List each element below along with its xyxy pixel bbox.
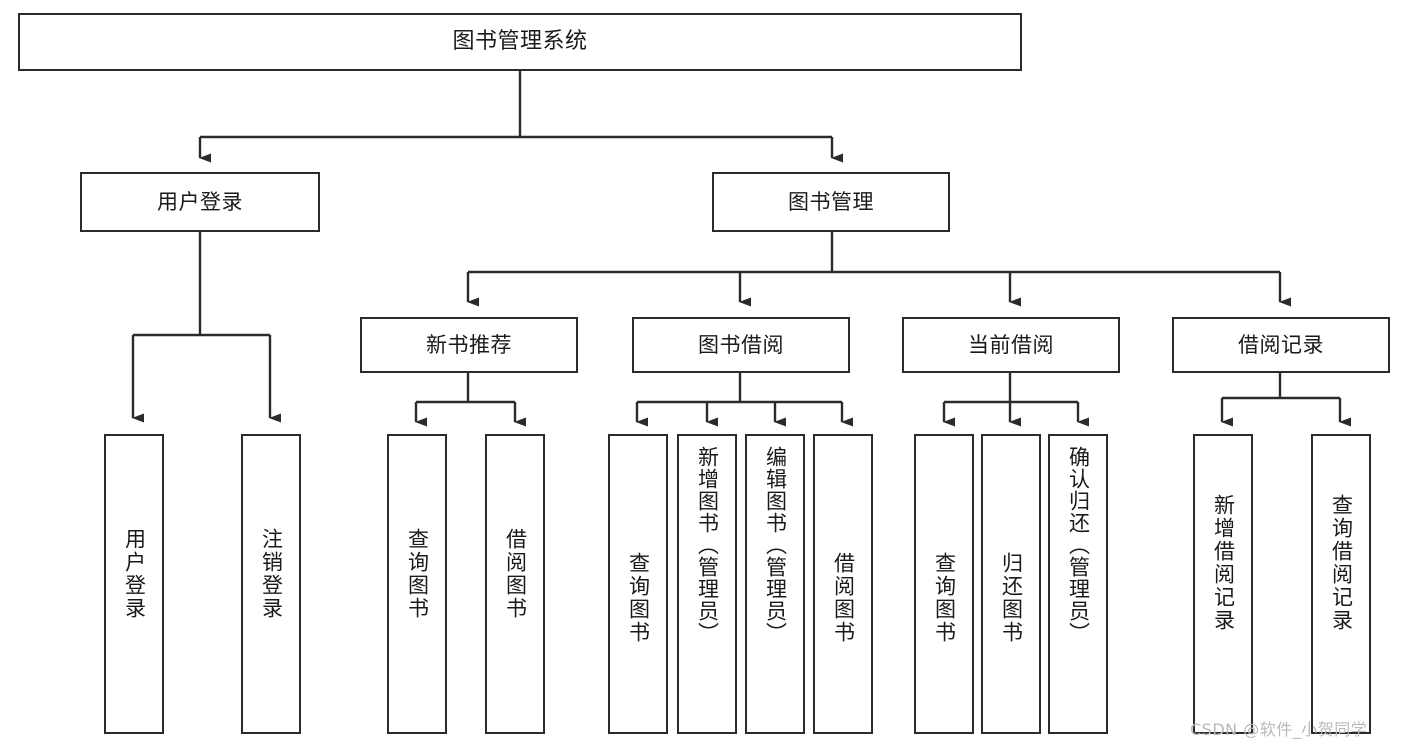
node-leaf-query-borrow-record[interactable]: 查询借阅记录: [1311, 434, 1371, 734]
node-borrowing-records[interactable]: 借阅记录: [1172, 317, 1390, 373]
node-current-borrowing[interactable]: 当前借阅: [902, 317, 1120, 373]
node-book-borrowing[interactable]: 图书借阅: [632, 317, 850, 373]
node-label: 归还图书: [999, 552, 1024, 644]
node-label: 图书借阅: [698, 332, 784, 357]
node-leaf-query-book-borrow[interactable]: 查询图书: [608, 434, 668, 734]
node-user-login[interactable]: 用户登录: [80, 172, 320, 232]
node-label: 新增借阅记录: [1211, 494, 1236, 632]
node-root-book-management-system[interactable]: 图书管理系统: [18, 13, 1022, 71]
node-leaf-add-book-admin[interactable]: 新增图书（管理员）: [677, 434, 737, 734]
node-new-book-recommendation[interactable]: 新书推荐: [360, 317, 578, 373]
node-label: 图书管理: [788, 189, 874, 214]
node-leaf-query-book-current[interactable]: 查询图书: [914, 434, 974, 734]
node-leaf-borrow-book-recommendation[interactable]: 借阅图书: [485, 434, 545, 734]
node-label: 图书管理系统: [452, 29, 588, 55]
node-label: 借阅图书: [503, 528, 528, 620]
node-label: 注销登录: [259, 528, 284, 620]
node-label: 借阅记录: [1238, 332, 1324, 357]
node-book-management[interactable]: 图书管理: [712, 172, 950, 232]
node-leaf-edit-book-admin[interactable]: 编辑图书（管理员）: [745, 434, 805, 734]
node-leaf-add-borrow-record[interactable]: 新增借阅记录: [1193, 434, 1253, 734]
node-leaf-user-logout[interactable]: 注销登录: [241, 434, 301, 734]
node-leaf-user-login[interactable]: 用户登录: [104, 434, 164, 734]
node-label: 当前借阅: [968, 332, 1054, 357]
node-leaf-return-book[interactable]: 归还图书: [981, 434, 1041, 734]
node-label: 新书推荐: [426, 332, 512, 357]
node-label: 查询图书: [932, 552, 957, 644]
node-label: 确认归还（管理员）: [1066, 446, 1091, 644]
node-label: 新增图书（管理员）: [695, 446, 720, 644]
node-leaf-confirm-return-admin[interactable]: 确认归还（管理员）: [1048, 434, 1108, 734]
node-label: 查询借阅记录: [1329, 494, 1354, 632]
node-label: 用户登录: [122, 528, 147, 620]
node-label: 借阅图书: [831, 552, 856, 644]
csdn-watermark: CSDN @软件_小贺同学: [1190, 720, 1368, 739]
node-label: 查询图书: [626, 552, 651, 644]
node-label: 查询图书: [405, 528, 430, 620]
node-label: 编辑图书（管理员）: [763, 446, 788, 644]
node-leaf-query-book-recommendation[interactable]: 查询图书: [387, 434, 447, 734]
node-leaf-borrow-book[interactable]: 借阅图书: [813, 434, 873, 734]
node-label: 用户登录: [157, 189, 243, 214]
